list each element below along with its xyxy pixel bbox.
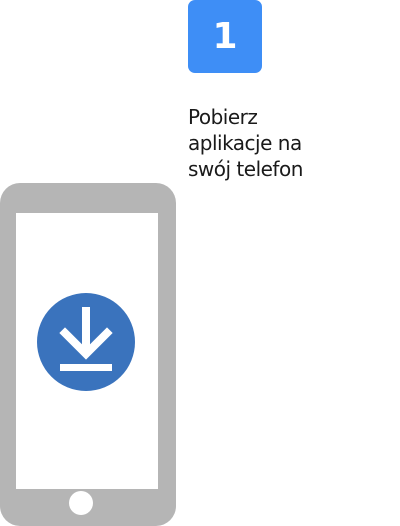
step-number-badge: 1: [188, 0, 262, 73]
step-description: Pobierz aplikacje na swój telefon: [188, 105, 303, 181]
download-icon: [37, 293, 135, 391]
step-number: 1: [212, 16, 238, 57]
smartphone-icon: [0, 183, 176, 526]
